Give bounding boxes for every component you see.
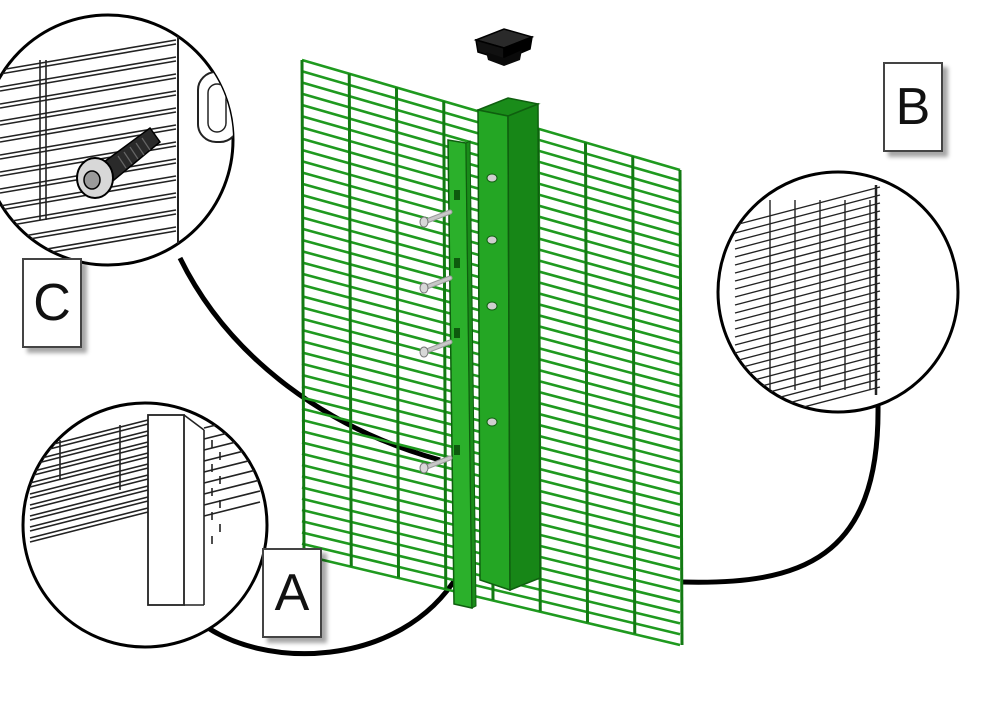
- clamp-bar: [447, 139, 477, 609]
- detail-circle-a: [21, 401, 269, 649]
- post-slot: [486, 301, 498, 311]
- clamp-slot: [454, 445, 460, 455]
- label-c: C: [22, 258, 82, 348]
- post-slot: [486, 235, 498, 245]
- mesh-post-wire: [631, 156, 637, 634]
- mesh-wire: [301, 542, 681, 636]
- detail-circle-b: [716, 170, 960, 414]
- clamp-slots: [454, 190, 460, 455]
- mesh-post-wire: [584, 142, 589, 623]
- bolt-icon: [419, 455, 453, 474]
- leader-line-b: [681, 404, 881, 585]
- bolt-icon: [419, 209, 453, 228]
- clamp-slot: [454, 190, 460, 200]
- mesh-post-wire: [678, 169, 684, 646]
- mesh-post-wire: [347, 73, 353, 567]
- leader-line-a: [198, 573, 461, 657]
- label-a: A: [262, 548, 322, 638]
- post-slots: [486, 173, 498, 427]
- detail-circle-c: [0, 13, 235, 267]
- post-cap-icon: [473, 28, 535, 66]
- mesh-post-wire: [300, 59, 306, 556]
- mesh-wire: [301, 553, 681, 647]
- bolts: [419, 209, 453, 474]
- bolt-icon: [419, 339, 453, 358]
- post-slot: [486, 417, 498, 427]
- bolt-icon: [76, 126, 162, 199]
- post-slot: [486, 173, 498, 183]
- bolt-icon: [419, 275, 453, 294]
- clamp-slot: [454, 258, 460, 268]
- clamp-bar-edge: [465, 140, 477, 609]
- fence-post: [475, 97, 541, 592]
- label-b: B: [883, 62, 943, 152]
- post-side-face: [507, 102, 541, 592]
- clamp-slot: [454, 328, 460, 338]
- mesh-post-wire: [395, 87, 400, 578]
